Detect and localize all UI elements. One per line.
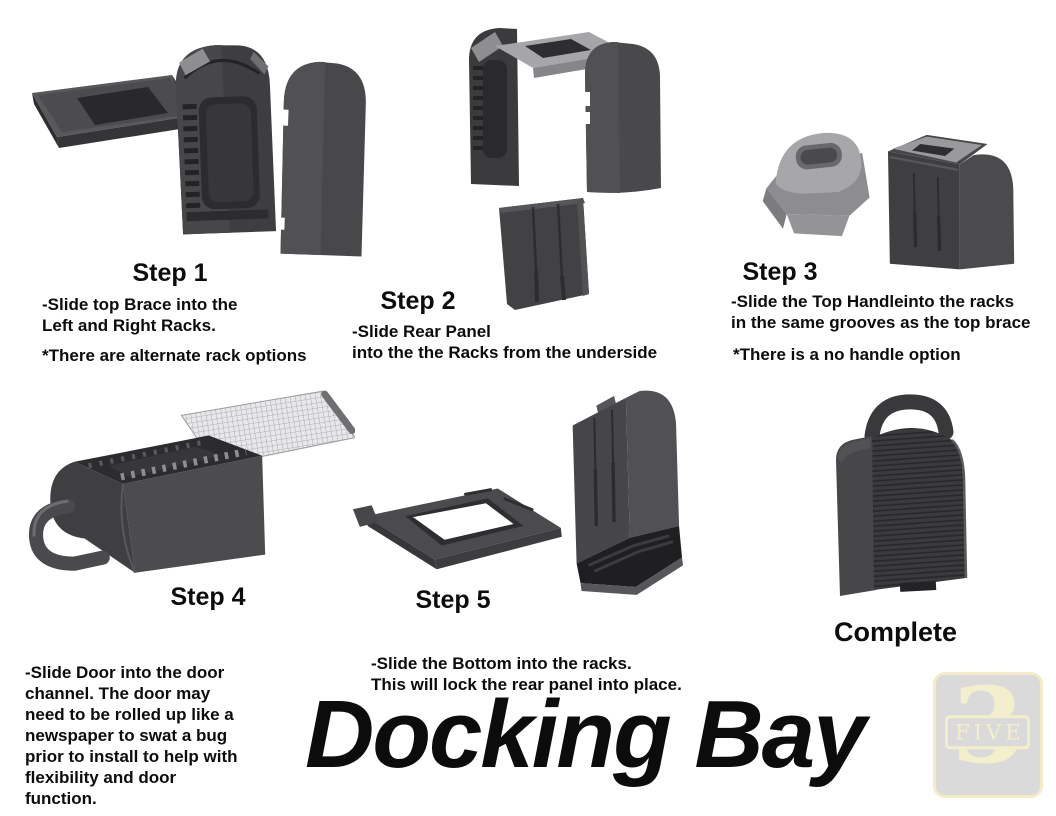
complete-unit — [836, 394, 968, 596]
complete-unit-render — [836, 394, 968, 596]
step4-parts-render — [29, 390, 355, 574]
step3-label: Step 3 — [742, 258, 818, 286]
rear-panel-part — [499, 198, 589, 310]
step1-note: *There are alternate rack options — [42, 346, 307, 365]
top-brace-part — [32, 75, 199, 148]
step3-instructions: -Slide the Top Handleinto the racks in t… — [731, 292, 1031, 332]
step2-label: Step 2 — [380, 287, 456, 315]
bottom-part — [352, 488, 562, 570]
three-five-logo: 3 FIVE — [933, 664, 1043, 798]
step3-note: *There is a no handle option — [733, 345, 961, 364]
step3-parts-render — [762, 132, 1015, 270]
step2-parts-render — [469, 28, 661, 310]
page-title: Docking Bay — [305, 681, 866, 788]
complete-label: Complete — [834, 617, 958, 647]
step5-parts-render — [352, 390, 683, 595]
step4-instructions: -Slide Door into the door channel. The d… — [25, 663, 238, 808]
step4-label: Step 4 — [170, 583, 246, 611]
left-rack-part — [175, 44, 277, 235]
logo-banner: FIVE — [945, 715, 1031, 750]
handle — [864, 394, 954, 444]
step1-label: Step 1 — [132, 259, 208, 287]
racks-with-brace-assembly — [469, 28, 661, 193]
step1-parts-render — [32, 44, 366, 257]
step5-instructions: -Slide the Bottom into the racks. This w… — [371, 654, 682, 694]
logo-word: FIVE — [955, 720, 1025, 745]
top-handle-part — [762, 132, 870, 237]
assembly-on-back — [29, 435, 266, 574]
unit-tilted-underside — [572, 390, 683, 595]
step1-instructions: -Slide top Brace into the Left and Right… — [42, 295, 238, 335]
step2-instructions: -Slide Rear Panel into the the Racks fro… — [352, 322, 658, 362]
right-rack-part — [278, 61, 366, 257]
assembled-unit-rear — [888, 134, 1015, 270]
step5-label: Step 5 — [415, 586, 491, 614]
